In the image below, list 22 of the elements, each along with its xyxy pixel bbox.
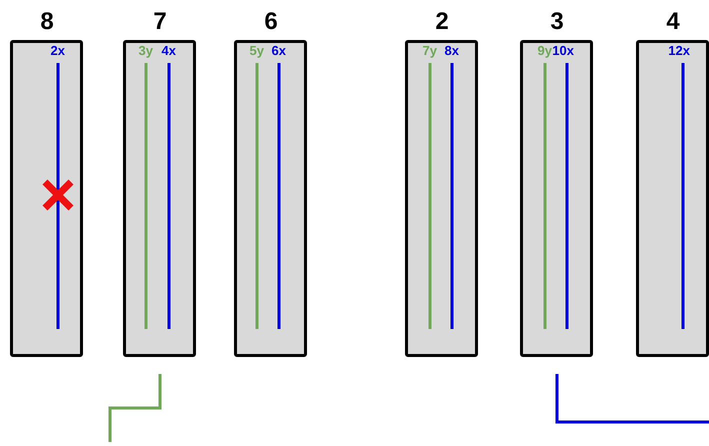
strand-box: [234, 40, 307, 357]
strand-label: 9y: [538, 44, 552, 57]
strand-label: 7y: [422, 44, 437, 57]
strand-label: 2x: [50, 44, 65, 57]
strand-label: 3y: [138, 44, 153, 57]
strand-label: 4x: [162, 44, 176, 57]
strand-label: 8x: [444, 44, 459, 57]
strand-box: [636, 40, 709, 357]
strand-label: 12x: [668, 44, 690, 57]
strand-box: [405, 40, 478, 357]
strand-box: [123, 40, 196, 357]
box-number: 2: [434, 10, 450, 34]
box-number: 3: [549, 10, 565, 34]
box-number: 6: [263, 10, 279, 34]
strand-label: 10x: [552, 44, 574, 57]
strand-label: 5y: [250, 44, 264, 57]
strand-box: [520, 40, 593, 357]
box-number: 4: [665, 10, 681, 34]
box-number: 8: [39, 10, 55, 34]
box-number: 7: [152, 10, 168, 34]
strand-box: [10, 40, 83, 357]
strand-label: 6x: [272, 44, 286, 57]
